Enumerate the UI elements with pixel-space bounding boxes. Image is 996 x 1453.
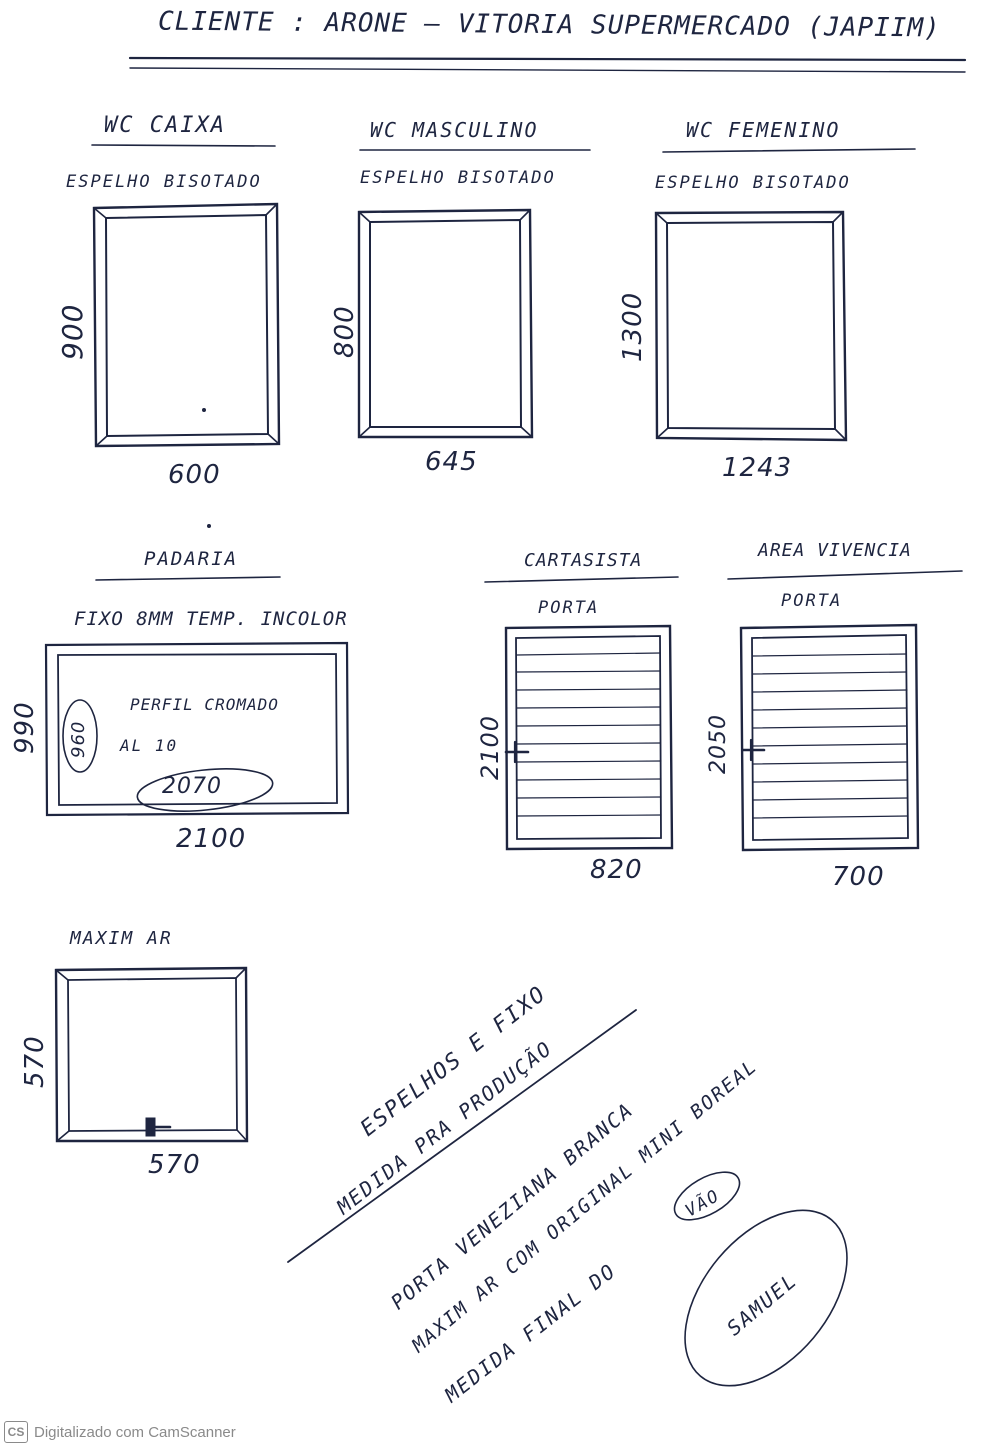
- padaria-subtitle: FIXO 8mm TEMP. INCOLOR: [74, 608, 348, 630]
- padaria-width: 2100: [176, 824, 247, 854]
- camscanner-footer-text: Digitalizado com CamScanner: [34, 1423, 236, 1441]
- wc-masculino-subtitle: ESPELHO BISOTADO: [360, 168, 556, 188]
- cartasista-door: [504, 624, 674, 851]
- area-vivencia-height: 2050: [706, 714, 731, 774]
- wc-masculino-width: 645: [425, 447, 478, 477]
- header-underline-2: [129, 67, 966, 73]
- wc-feminino-width: 1243: [722, 453, 793, 483]
- cartasista-louvers: [516, 652, 662, 817]
- area-vivencia-title: AREA VIVENCIA: [758, 540, 912, 561]
- wc-masculino-title: WC MASCULINO: [370, 118, 539, 142]
- signature-loop: [684, 1209, 848, 1387]
- area-vivencia-width: 700: [832, 862, 885, 892]
- wc-masculino-height: 800: [330, 305, 360, 358]
- padaria-profile: PERFIL CROMADO: [130, 695, 279, 714]
- wc-caixa-underline: [91, 144, 276, 147]
- area-vivencia-underline: [727, 570, 963, 580]
- maxim-ar-width: 570: [148, 1150, 201, 1180]
- camscanner-logo-icon: CS: [4, 1421, 28, 1443]
- vao-badge-circle: [673, 1171, 741, 1221]
- wc-feminino-height: 1300: [618, 291, 648, 362]
- area-vivencia-subtitle: PORTA: [781, 591, 843, 611]
- cartasista-title: CARTASISTA: [524, 550, 643, 571]
- padaria-inner-width-circle: [136, 768, 274, 812]
- padaria-profile-code: AL 10: [120, 736, 179, 755]
- wc-caixa-frame: [92, 202, 281, 448]
- stray-dot-1: [202, 408, 206, 412]
- wc-feminino-subtitle: ESPELHO BISOTADO: [655, 173, 851, 193]
- wc-feminino-title: WC FEMENINO: [686, 118, 841, 142]
- padaria-inner-height-circle: [62, 699, 98, 773]
- maxim-ar-frame: [54, 966, 249, 1143]
- area-vivencia-door: [739, 623, 920, 852]
- header-underline-1: [128, 56, 967, 62]
- wc-caixa-subtitle: ESPELHO BISOTADO: [66, 172, 262, 192]
- maxim-ar-title: MAXIM AR: [70, 928, 173, 949]
- wc-feminino-underline: [662, 148, 916, 153]
- cartasista-subtitle: PORTA: [538, 598, 600, 618]
- wc-caixa-height: 900: [56, 303, 89, 360]
- cartasista-height: 2100: [476, 714, 504, 780]
- maxim-ar-height: 570: [20, 1035, 50, 1088]
- stray-dot-2: [207, 524, 211, 528]
- wc-feminino-frame: [654, 210, 848, 442]
- notes-divider: [287, 1009, 637, 1263]
- padaria-underline: [95, 576, 281, 581]
- padaria-height: 990: [10, 701, 40, 754]
- padaria-inner-width: 2070: [162, 774, 222, 799]
- padaria-title: PADARIA: [144, 548, 239, 570]
- cartasista-underline: [484, 576, 679, 583]
- area-vivencia-louvers: [752, 653, 909, 819]
- wc-caixa-width: 600: [168, 460, 221, 490]
- camscanner-footer: CS Digitalizado com CamScanner: [4, 1420, 236, 1444]
- padaria-frame: [44, 641, 350, 817]
- cartasista-width: 820: [590, 855, 643, 885]
- wc-caixa-title: WC CAIXA: [104, 113, 226, 138]
- wc-masculino-frame: [357, 208, 534, 439]
- padaria-inner-height: 960: [68, 720, 89, 758]
